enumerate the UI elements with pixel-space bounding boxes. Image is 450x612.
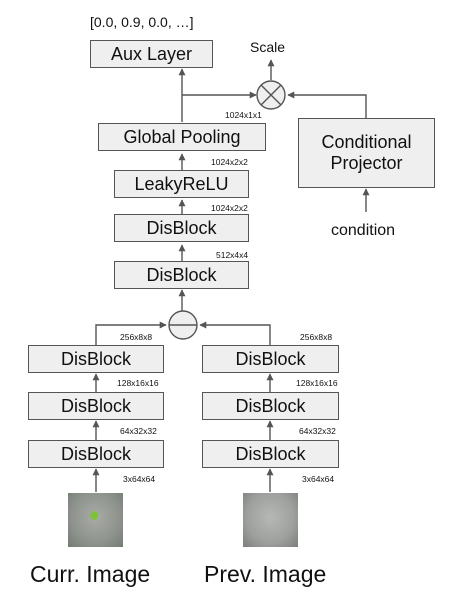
- dim-right-256x8x8: 256x8x8: [300, 332, 333, 342]
- right-disblock-1: DisBlock: [202, 345, 339, 373]
- dim-right-3x64x64: 3x64x64: [302, 474, 335, 484]
- dim-1024x2x2-a: 1024x2x2: [211, 157, 248, 167]
- dim-left-128x16x16: 128x16x16: [117, 378, 159, 388]
- leaky-relu-block: LeakyReLU: [114, 170, 249, 198]
- concat-node: [168, 310, 198, 340]
- dim-left-256x8x8: 256x8x8: [120, 332, 153, 342]
- multiply-node: [256, 80, 286, 110]
- arrow-projector-to-multiply: [287, 91, 367, 118]
- dim-right-64x32x32: 64x32x32: [299, 426, 336, 436]
- condition-label: condition: [331, 222, 396, 239]
- dim-left-64x32x32: 64x32x32: [120, 426, 157, 436]
- curr-image-thumbnail: [68, 493, 123, 547]
- prev-image-thumbnail: [243, 493, 298, 547]
- output-vector-label: [0.0, 0.9, 0.0, …]: [90, 14, 194, 30]
- left-disblock-2: DisBlock: [28, 392, 164, 420]
- left-disblock-3: DisBlock: [28, 440, 164, 468]
- disblock-upper-1: DisBlock: [114, 214, 249, 242]
- dim-1024x2x2-b: 1024x2x2: [211, 203, 248, 213]
- object-blob: [90, 511, 98, 520]
- scale-label: Scale: [250, 39, 286, 55]
- aux-layer-block: Aux Layer: [90, 40, 213, 68]
- left-disblock-1: DisBlock: [28, 345, 164, 373]
- prev-image-label: Prev. Image: [204, 561, 327, 587]
- dim-left-3x64x64: 3x64x64: [123, 474, 156, 484]
- dim-right-128x16x16: 128x16x16: [296, 378, 338, 388]
- right-disblock-2: DisBlock: [202, 392, 339, 420]
- disblock-upper-2: DisBlock: [114, 261, 249, 289]
- dim-1024x1x1: 1024x1x1: [225, 110, 262, 120]
- conditional-projector-block: Conditional Projector: [298, 118, 435, 188]
- arrow-right-disblock1-to-combine: [199, 321, 271, 345]
- dim-512x4x4: 512x4x4: [216, 250, 249, 260]
- arrow-left-disblock1-to-combine: [95, 321, 167, 345]
- curr-image-label: Curr. Image: [30, 561, 151, 587]
- right-disblock-3: DisBlock: [202, 440, 339, 468]
- global-pooling-block: Global Pooling: [98, 123, 266, 151]
